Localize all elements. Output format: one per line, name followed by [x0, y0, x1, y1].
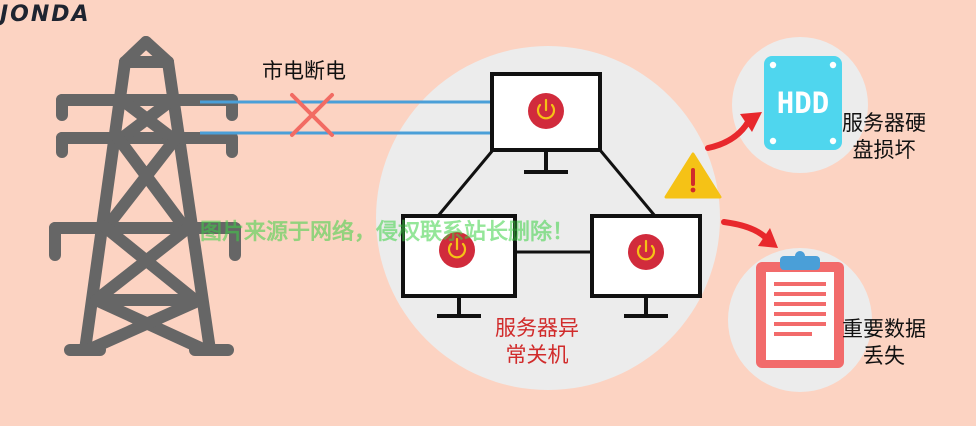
power-cut-cross-icon — [290, 93, 334, 137]
arrow-to-hdd-icon — [705, 112, 762, 151]
watermark-text: 图片来源于网络，侵权联系站长删除！ — [200, 220, 575, 245]
server-label-line1: 服务器异 — [495, 316, 579, 340]
data-label-line1: 重要数据 — [842, 317, 926, 341]
hdd-icon: HDD — [764, 56, 842, 150]
power-cut-label: 市电断电 — [262, 59, 346, 83]
power-button-icon — [628, 234, 664, 270]
hdd-icon-text: HDD — [777, 86, 829, 120]
hdd-damage-label: 服务器硬 盘损坏 — [842, 110, 926, 164]
power-button-icon — [439, 232, 475, 268]
warning-icon — [664, 152, 722, 199]
network-links — [436, 149, 657, 254]
data-loss-label: 重要数据 丢失 — [842, 316, 926, 370]
arrow-to-data-icon — [721, 219, 778, 248]
data-label-line2: 丢失 — [863, 343, 905, 368]
power-button-icon — [528, 93, 564, 129]
server-monitor-left — [401, 214, 517, 318]
server-monitor-top — [490, 72, 602, 174]
server-monitor-right — [590, 214, 702, 318]
jonda-logo: JONDA — [0, 2, 91, 27]
server-shutdown-label: 服务器异 常关机 — [495, 315, 579, 369]
hdd-label-line1: 服务器硬 — [842, 111, 926, 135]
clipboard-icon — [756, 251, 844, 368]
power-tower-icon — [49, 36, 241, 356]
server-label-line2: 常关机 — [505, 342, 569, 367]
hdd-label-line2: 盘损坏 — [852, 137, 916, 162]
